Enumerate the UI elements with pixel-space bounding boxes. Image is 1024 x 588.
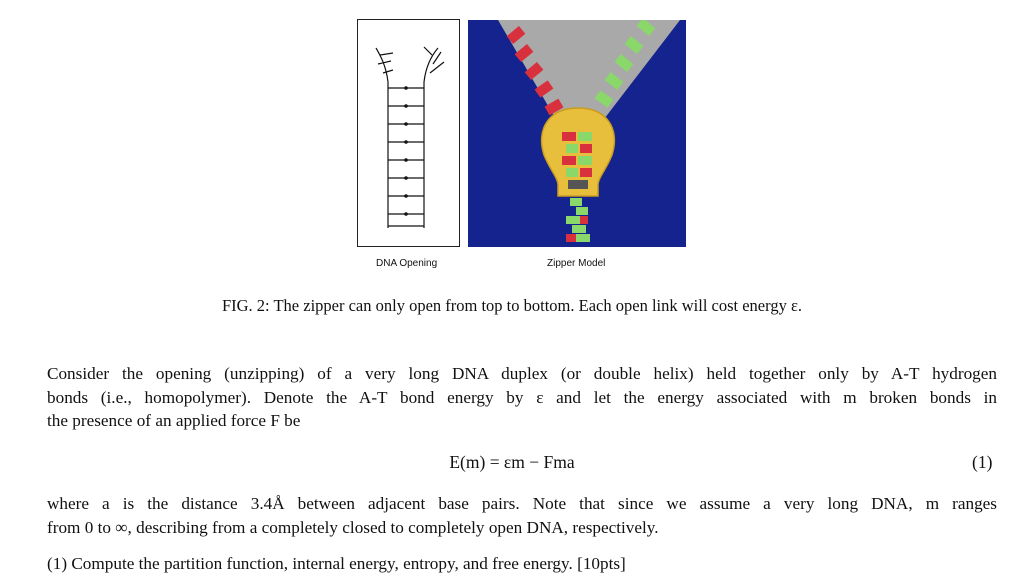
figure-caption: FIG. 2: The zipper can only open from to… (221, 296, 803, 315)
dna-opening-diagram (357, 19, 460, 247)
dna-ladder-graphic (375, 46, 445, 228)
paragraph-line: the presence of an applied force F be (47, 411, 301, 430)
paragraph-line: from 0 to ∞, describing from a completel… (47, 517, 659, 537)
zipper-model-illustration (468, 18, 686, 247)
panel-a-label: DNA Opening (376, 258, 438, 269)
equation: E(m) = εm − Fma (449, 452, 575, 472)
zipper-graphic (468, 18, 686, 247)
question-1: (1) Compute the partition function, inte… (47, 552, 997, 576)
question-text: (1) Compute the partition function, inte… (47, 554, 626, 573)
paragraph-line: Consider the opening (unzipping) of a ve… (47, 364, 997, 383)
paragraph-line: bonds (i.e., homopolymer). Denote the A-… (47, 387, 997, 407)
paragraph-intro: Consider the opening (unzipping) of a ve… (47, 362, 997, 433)
paragraph-line: where a is the distance 3.4Å between adj… (47, 494, 997, 513)
equation-number: (1) (972, 452, 993, 472)
paragraph-definitions: where a is the distance 3.4Å between adj… (47, 492, 997, 539)
panel-b-label: Zipper Model (547, 258, 606, 269)
